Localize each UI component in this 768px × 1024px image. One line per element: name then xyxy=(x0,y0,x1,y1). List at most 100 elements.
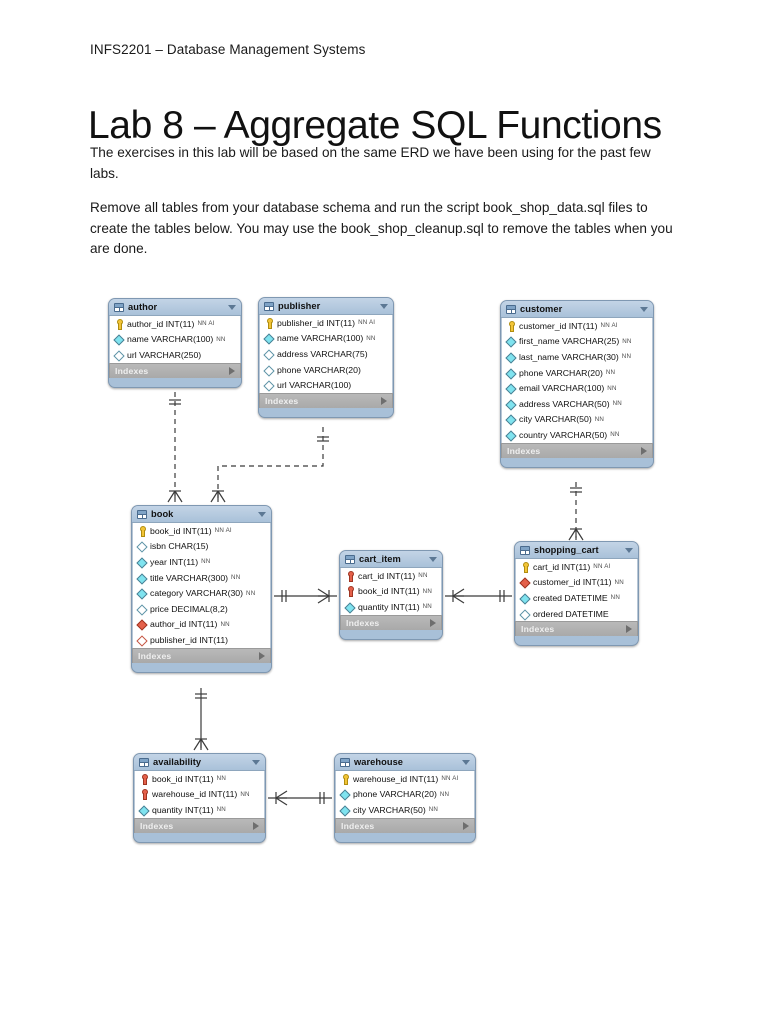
erd-column-label: last_name VARCHAR(30) xyxy=(519,351,619,362)
erd-column-row[interactable]: book_id INT(11)NN xyxy=(135,771,264,787)
erd-column-row[interactable]: url VARCHAR(250) xyxy=(110,347,240,363)
chevron-right-icon[interactable] xyxy=(430,618,436,627)
erd-table-header-book[interactable]: book xyxy=(132,506,271,523)
erd-column-flags: NN xyxy=(216,775,226,783)
erd-column-row[interactable]: category VARCHAR(30)NN xyxy=(133,585,270,601)
erd-table-name: shopping_cart xyxy=(534,545,599,555)
erd-column-row[interactable]: first_name VARCHAR(25)NN xyxy=(502,334,652,350)
erd-indexes-row-customer[interactable]: Indexes xyxy=(501,442,653,458)
chevron-down-icon[interactable] xyxy=(462,759,470,765)
erd-column-row[interactable]: publisher_id INT(11) xyxy=(133,632,270,648)
erd-column-row[interactable]: address VARCHAR(75) xyxy=(260,346,392,362)
chevron-down-icon[interactable] xyxy=(228,304,236,310)
erd-column-label: quantity INT(11) xyxy=(152,804,214,815)
chevron-right-icon[interactable] xyxy=(641,446,647,455)
erd-column-flags: NN xyxy=(231,574,241,582)
erd-column-row[interactable]: customer_id INT(11)NN xyxy=(516,575,637,591)
column-nullable-icon xyxy=(264,365,274,375)
page-title: Lab 8 – Aggregate SQL Functions xyxy=(88,104,662,148)
erd-column-row[interactable]: book_id INT(11)NN xyxy=(341,584,441,600)
erd-table-header-shopping_cart[interactable]: shopping_cart xyxy=(515,542,638,559)
chevron-down-icon[interactable] xyxy=(625,547,633,553)
column-notnull-icon xyxy=(340,789,350,799)
erd-column-row[interactable]: warehouse_id INT(11)NN AI xyxy=(336,771,474,787)
erd-column-row[interactable]: isbn CHAR(15) xyxy=(133,539,270,555)
erd-table-name: author xyxy=(128,302,158,312)
erd-column-label: first_name VARCHAR(25) xyxy=(519,336,620,347)
chevron-down-icon[interactable] xyxy=(640,306,648,312)
chevron-right-icon[interactable] xyxy=(253,821,259,830)
erd-column-label: country VARCHAR(50) xyxy=(519,429,608,440)
erd-column-row[interactable]: phone VARCHAR(20)NN xyxy=(336,787,474,803)
erd-column-row[interactable]: city VARCHAR(50)NN xyxy=(336,802,474,818)
erd-column-row[interactable]: customer_id INT(11)NN AI xyxy=(502,318,652,334)
erd-column-flags: NN xyxy=(220,620,230,628)
erd-table-header-availability[interactable]: availability xyxy=(134,754,265,771)
chevron-down-icon[interactable] xyxy=(429,556,437,562)
erd-indexes-row-warehouse[interactable]: Indexes xyxy=(335,817,475,833)
erd-column-row[interactable]: title VARCHAR(300)NN xyxy=(133,570,270,586)
erd-column-row[interactable]: author_id INT(11)NN AI xyxy=(110,316,240,332)
chevron-right-icon[interactable] xyxy=(626,625,632,634)
erd-column-row[interactable]: city VARCHAR(50)NN xyxy=(502,412,652,428)
erd-column-row[interactable]: warehouse_id INT(11)NN xyxy=(135,787,264,803)
erd-column-row[interactable]: email VARCHAR(100)NN xyxy=(502,380,652,396)
erd-column-row[interactable]: ordered DATETIME xyxy=(516,606,637,622)
erd-table-header-warehouse[interactable]: warehouse xyxy=(335,754,475,771)
chevron-right-icon[interactable] xyxy=(463,821,469,830)
erd-column-row[interactable]: address VARCHAR(50)NN xyxy=(502,396,652,412)
erd-column-row[interactable]: quantity INT(11)NN xyxy=(135,802,264,818)
erd-indexes-row-shopping_cart[interactable]: Indexes xyxy=(515,621,638,637)
erd-table-header-publisher[interactable]: publisher xyxy=(259,298,393,315)
erd-column-label: book_id INT(11) xyxy=(358,586,420,597)
erd-column-flags: NN AI xyxy=(358,319,376,327)
primary-key-icon xyxy=(520,561,530,573)
erd-column-row[interactable]: url VARCHAR(100) xyxy=(260,377,392,393)
erd-table-header-customer[interactable]: customer xyxy=(501,301,653,318)
chevron-down-icon[interactable] xyxy=(380,303,388,309)
erd-column-row[interactable]: cart_id INT(11)NN xyxy=(341,568,441,584)
chevron-down-icon[interactable] xyxy=(258,511,266,517)
erd-column-label: publisher_id INT(11) xyxy=(150,634,229,645)
erd-table-name: availability xyxy=(153,757,202,767)
chevron-right-icon[interactable] xyxy=(259,651,265,660)
erd-column-row[interactable]: country VARCHAR(50)NN xyxy=(502,427,652,443)
chevron-right-icon[interactable] xyxy=(229,366,235,375)
erd-indexes-row-availability[interactable]: Indexes xyxy=(134,817,265,833)
erd-column-flags: NN xyxy=(216,335,226,343)
erd-column-label: phone VARCHAR(20) xyxy=(277,364,361,375)
erd-table-name: publisher xyxy=(278,301,321,311)
erd-indexes-row-publisher[interactable]: Indexes xyxy=(259,392,393,408)
erd-indexes-row-author[interactable]: Indexes xyxy=(109,362,241,378)
paragraph-instructions: Remove all tables from your database sch… xyxy=(90,200,673,256)
erd-column-row[interactable]: quantity INT(11)NN xyxy=(341,599,441,615)
erd-column-row[interactable]: year INT(11)NN xyxy=(133,554,270,570)
erd-column-row[interactable]: book_id INT(11)NN AI xyxy=(133,523,270,539)
chevron-right-icon[interactable] xyxy=(381,396,387,405)
erd-column-row[interactable]: price DECIMAL(8,2) xyxy=(133,601,270,617)
erd-column-row[interactable]: name VARCHAR(100)NN xyxy=(260,331,392,347)
erd-table-header-author[interactable]: author xyxy=(109,299,241,316)
erd-column-row[interactable]: phone VARCHAR(20) xyxy=(260,362,392,378)
erd-column-row[interactable]: cart_id INT(11)NN AI xyxy=(516,559,637,575)
erd-indexes-row-book[interactable]: Indexes xyxy=(132,647,271,663)
erd-column-row[interactable]: author_id INT(11)NN xyxy=(133,617,270,633)
erd-column-row[interactable]: last_name VARCHAR(30)NN xyxy=(502,349,652,365)
erd-column-row[interactable]: phone VARCHAR(20)NN xyxy=(502,365,652,381)
erd-indexes-row-cart_item[interactable]: Indexes xyxy=(340,614,442,630)
erd-column-row[interactable]: publisher_id INT(11)NN AI xyxy=(260,315,392,331)
erd-column-row[interactable]: name VARCHAR(100)NN xyxy=(110,332,240,348)
erd-column-label: isbn CHAR(15) xyxy=(150,541,209,552)
erd-column-label: ordered DATETIME xyxy=(533,608,609,619)
chevron-down-icon[interactable] xyxy=(252,759,260,765)
erd-table-header-cart_item[interactable]: cart_item xyxy=(340,551,442,568)
